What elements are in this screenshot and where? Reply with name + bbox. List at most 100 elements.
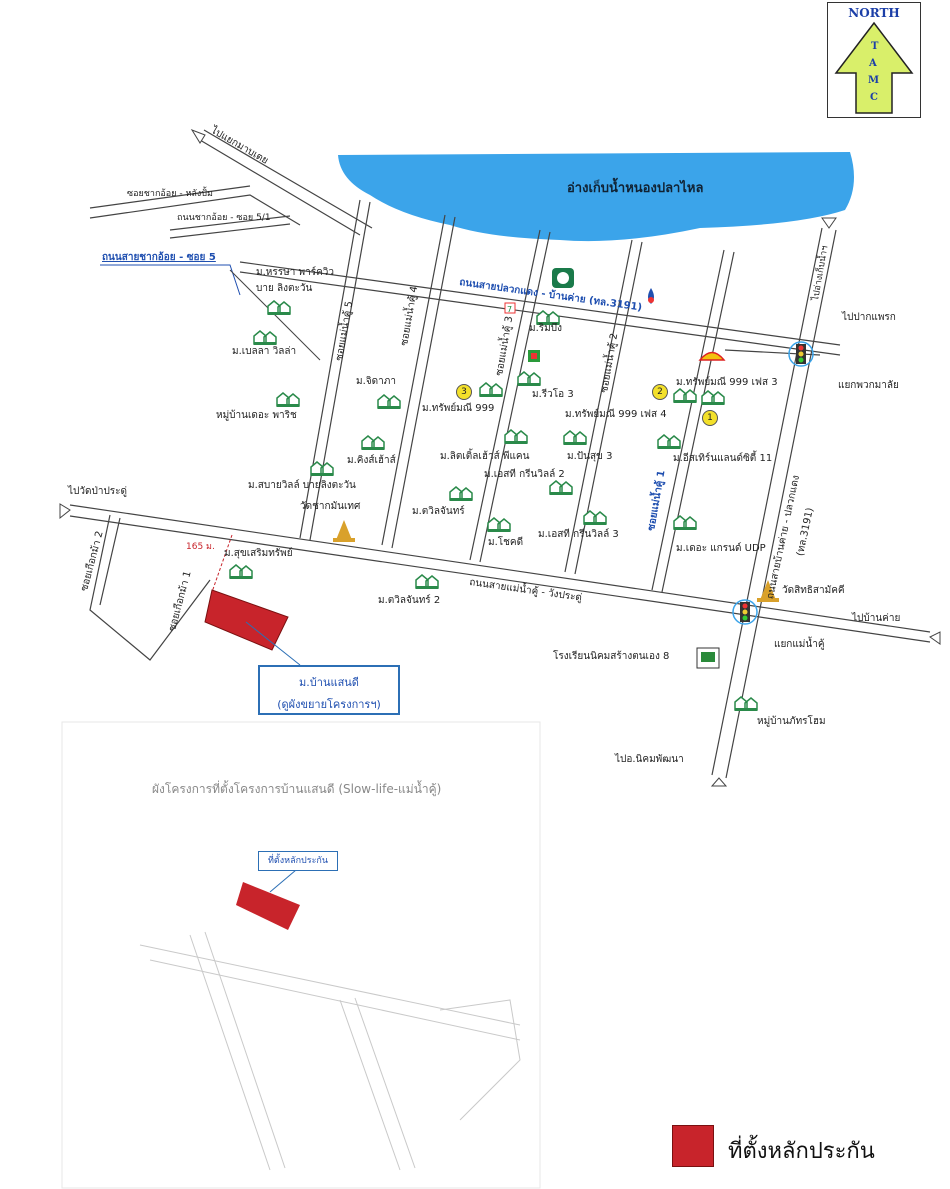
arrow-icon: [821, 217, 837, 229]
traffic-light-icon: [732, 599, 758, 625]
village-icon: [377, 394, 401, 409]
temple-icon: [757, 580, 779, 602]
place-label: ม.เอสที กรีนวิลล์ 2: [484, 469, 565, 480]
arrow-icon: [190, 129, 206, 144]
arrow-icon: [710, 777, 728, 787]
village-icon: [415, 574, 439, 589]
north-arrow-icon: [834, 21, 914, 114]
village-icon: [449, 486, 473, 501]
village-icon: [253, 330, 277, 345]
village-icon: [563, 430, 587, 445]
place-label: หมู่บ้านเดอะ พาริช: [216, 410, 297, 421]
road-label-maenamkhu-junction: แยกแม่น้ำคู้: [774, 639, 825, 650]
inset-collateral-parcel: [236, 882, 300, 930]
project-callout: ม.บ้านแสนดี (ดูผังขยายโครงการฯ): [258, 665, 400, 715]
callout-line1: ม.บ้านแสนดี: [299, 676, 359, 689]
village-icon: [549, 480, 573, 495]
village-icon: [536, 310, 560, 325]
place-label: ม.คิงส์เฮ้าส์: [347, 455, 396, 466]
road-soi-3: [469, 229, 551, 563]
svg-text:7: 7: [507, 305, 512, 314]
road-label-soi-chaknoi: ซอยชากอ้อย - หลังปั้ม: [127, 189, 213, 199]
seven-eleven-icon: 7: [504, 302, 516, 314]
place-label: ม.ตวิลจันทร์ 2: [378, 595, 441, 606]
road-label-to-pakphrak: ไปปากแพรก: [842, 312, 896, 323]
marker-number: 1: [702, 410, 718, 426]
north-title: NORTH: [848, 6, 900, 20]
place-label: ม.สบายวิลล์ บายลิงตะวัน: [248, 480, 356, 491]
road-label-chaknoi-5-1: ถนนชากอ้อย - ซอย 5/1: [177, 213, 271, 223]
distance-label: 165 ม.: [186, 542, 215, 552]
place-label: วัดชากมันเทศ: [300, 501, 361, 512]
village-icon: [673, 515, 697, 530]
village-icon: [479, 382, 503, 397]
road-soi-kaem: [89, 514, 211, 661]
place-label: ม.หรรษา พาร์ควิว: [256, 267, 334, 278]
road-chaknoi-5-1: [169, 215, 291, 239]
north-letter: M: [868, 75, 880, 86]
village-icon: [229, 564, 253, 579]
place-label: ม.ตวิลจันทร์: [412, 506, 465, 517]
place-label: ม.เอสที กรีนวิลล์ 3: [538, 529, 619, 540]
road-soi-5: [299, 199, 371, 541]
road-soi-chaknoi: [89, 185, 301, 226]
reservoir-shape: [338, 152, 854, 242]
place-label: หมู่บ้านภัทรโฮม: [757, 716, 826, 727]
village-icon: [267, 300, 291, 315]
place-label: บาย ลิงตะวัน: [256, 283, 313, 294]
place-label: โรงเรียนนิคมสร้างตนเอง 8: [553, 651, 670, 662]
village-icon: [673, 388, 697, 403]
place-label: ม.ทรัพย์มณี 999: [422, 403, 495, 414]
inset-title: ผังโครงการที่ตั้งโครงการบ้านแสนดี (Slow-…: [152, 782, 442, 796]
legend-swatch: [672, 1125, 714, 1167]
place-label: ม.ริมบึง: [529, 323, 562, 334]
inset-plan: [61, 721, 541, 1189]
place-label: ม.เบลลา วิลล่า: [232, 346, 297, 357]
village-icon: [276, 392, 300, 407]
north-arrow: NORTH T A M C: [827, 2, 921, 118]
legend-label: ที่ตั้งหลักประกัน: [728, 1139, 875, 1164]
road-soi-4: [381, 214, 456, 549]
road-label-phuak-junction: แยกพวกมาลัย: [838, 380, 899, 391]
place-label: ม.ลิตเติ้ลเฮ้าส์ พีแคน: [440, 451, 530, 462]
north-letter: C: [870, 92, 878, 103]
place-label: ม.โชคดี: [488, 537, 524, 548]
leader-chaknoi5: [100, 264, 241, 296]
reservoir-label: อ่างเก็บน้ำหนองปลาไหล: [567, 181, 704, 196]
shell-icon: [698, 351, 726, 361]
marker-number: 2: [652, 384, 668, 400]
village-icon: [517, 371, 541, 386]
village-icon: [361, 435, 385, 450]
north-letter: T: [871, 41, 879, 52]
village-icon: [734, 696, 758, 711]
village-icon: [583, 510, 607, 525]
village-icon: [504, 429, 528, 444]
road-label-to-watpapradu: ไปวัดป่าประดู่: [68, 486, 128, 497]
place-label: ม.เดอะ แกรนด์ UDP: [676, 543, 766, 554]
road-label-to-bankhai: ไปบ้านค่าย: [852, 613, 901, 624]
place-label: วัดสิทธิสามัคคี: [782, 585, 845, 596]
callout-line2: (ดูผังขยายโครงการฯ): [277, 698, 381, 711]
road-maenamkhu: [69, 504, 931, 643]
inset-leader: [269, 869, 297, 893]
place-label: ม.สุขเสริมทรัพย์: [224, 548, 293, 559]
fuel-drop-icon: [648, 288, 654, 304]
place-label: ม.จิดาภา: [356, 376, 396, 387]
place-label: ม.อีสเทิร์นแลนด์ซิตี้ 11: [673, 453, 773, 464]
arrow-icon: [929, 631, 941, 645]
place-label: ม.ปันสุข 3: [567, 451, 613, 462]
collateral-parcel: [204, 589, 289, 651]
place-label: ม.ทรัพย์มณี 999 เฟส 4: [565, 409, 667, 420]
arrow-icon: [59, 503, 71, 520]
store-icon: [528, 350, 540, 362]
callout-leader: [245, 621, 301, 666]
gas-station-icon: [552, 268, 574, 288]
place-label: ม.รีวโอ 3: [532, 389, 574, 400]
road-label-chaknoi-5: ถนนสายชากอ้อย - ซอย 5: [102, 252, 216, 263]
inset-callout: ที่ตั้งหลักประกัน: [258, 851, 338, 871]
north-letter: A: [869, 58, 877, 69]
distance-line: [211, 534, 233, 593]
village-icon: [657, 434, 681, 449]
school-icon: [696, 647, 720, 669]
